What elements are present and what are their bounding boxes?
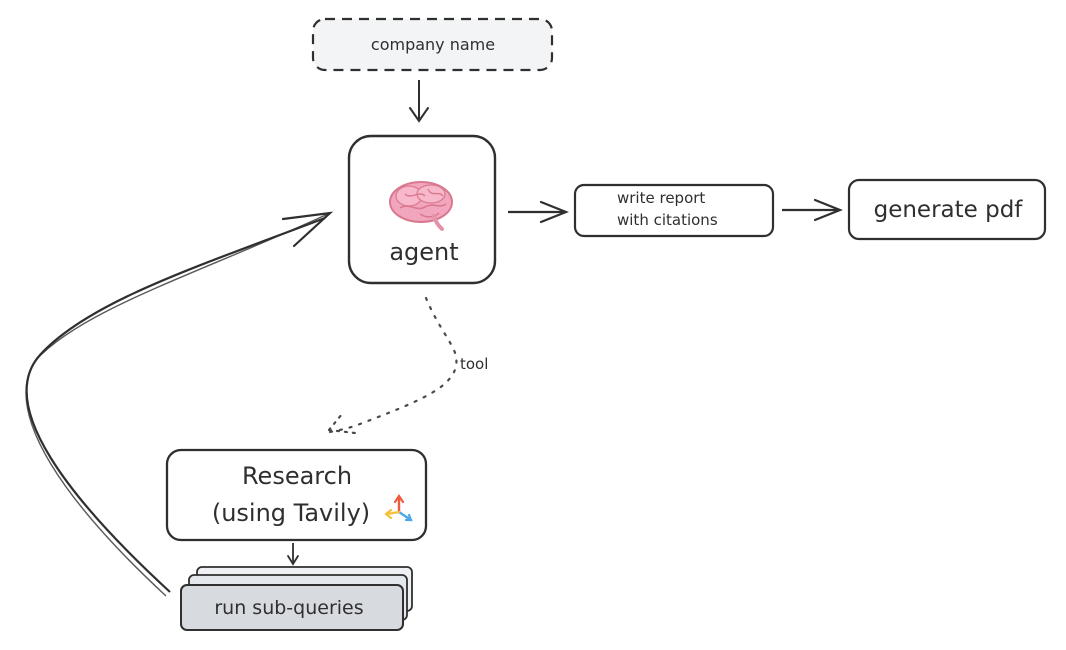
arrow-research-to-subqueries — [287, 555, 299, 566]
research-label-line2: (using Tavily) — [212, 499, 370, 527]
arrow-agent-to-research-tool — [327, 412, 357, 435]
brain-icon — [389, 181, 453, 231]
write-report-label-line2: with citations — [617, 211, 718, 229]
arrow-agent-to-write-report — [539, 200, 569, 224]
edge-agent-to-research-tool — [328, 296, 458, 434]
company-name-node: company name — [311, 17, 554, 72]
tavily-logo-icon — [384, 494, 413, 522]
subqueries-stack: run sub-queries — [180, 566, 413, 631]
write-report-node: write report with citations — [573, 183, 775, 238]
edge-subqueries-to-agent-stroke2 — [25, 212, 331, 597]
subquery-card-front — [180, 584, 404, 631]
run-sub-queries-label: run sub-queries — [214, 597, 363, 619]
write-report-label-line1: write report — [617, 189, 705, 207]
tool-edge-label: tool — [460, 355, 488, 373]
agent-node: agent — [347, 134, 497, 285]
generate-pdf-label: generate pdf — [874, 197, 1024, 223]
arrow-subqueries-to-agent — [281, 211, 334, 248]
arrow-write-report-to-pdf — [813, 198, 843, 222]
company-name-label: company name — [371, 35, 495, 54]
arrow-company-to-agent — [409, 107, 429, 123]
agent-label: agent — [389, 238, 458, 266]
research-node: Research (using Tavily) — [165, 448, 428, 542]
generate-pdf-node: generate pdf — [847, 178, 1047, 241]
research-label-line1: Research — [242, 462, 352, 490]
